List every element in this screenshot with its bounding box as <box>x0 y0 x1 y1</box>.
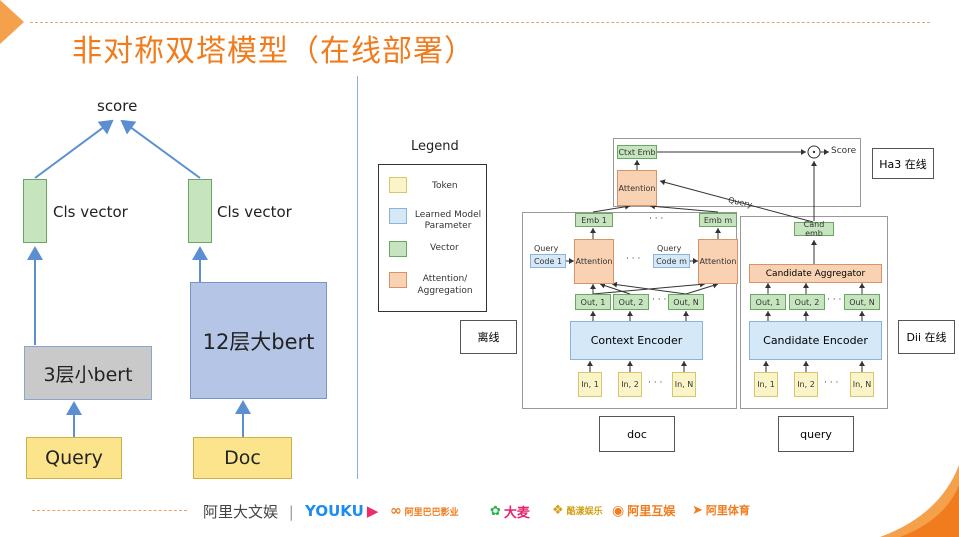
doc-input-box: Doc <box>193 437 292 479</box>
cand-emb-node: Cand emb <box>794 220 834 238</box>
query-label-1: Query <box>534 244 559 253</box>
candidate-encoder-node: Candidate Encoder <box>749 321 882 360</box>
cls-vector-doc <box>188 179 212 243</box>
cand-out-1: Out, 1 <box>750 294 786 310</box>
legend-vector-label: Vector <box>430 243 459 253</box>
footer-separator: | <box>288 503 294 521</box>
dii-online-label-box: Dii 在线 <box>898 320 955 354</box>
legend-attention-label: Attention/ Aggregation <box>417 274 473 296</box>
page-title: 非对称双塔模型（在线部署） <box>72 34 475 69</box>
emb-dots: · · · <box>649 214 664 224</box>
legend-box <box>378 164 487 312</box>
offline-label-box: 离线 <box>460 320 517 354</box>
small-bert-box: 3层小bert <box>24 346 152 400</box>
legend-token-swatch <box>389 177 407 193</box>
alibaba-pictures-icon: ∞ <box>390 503 402 519</box>
left-arrows <box>27 119 251 437</box>
attention-m-node: Attention <box>698 239 738 284</box>
offline-label: 离线 <box>477 331 500 344</box>
legend-param-swatch <box>389 208 407 224</box>
doc-tower-region <box>522 212 737 409</box>
cls-vector-query-label: Cls vector <box>53 203 128 221</box>
left-score-label: score <box>97 97 138 115</box>
big-bert-label: 12层大bert <box>202 329 315 354</box>
cand-in-2: In, 2 <box>794 372 818 397</box>
damai-logo: ✿大麦 <box>490 504 530 521</box>
query-input-box: Query <box>26 437 122 479</box>
cls-vector-query <box>23 179 47 243</box>
doc-label-box: doc <box>599 416 675 452</box>
cand-out-dots: · · · <box>827 295 842 305</box>
legend-token-label: Token <box>432 181 458 191</box>
corner-decoration-top-left <box>0 0 24 44</box>
ctx-in-dots: · · · <box>648 378 663 388</box>
attention-top-node: Attention <box>617 170 657 206</box>
ha3-online-label-box: Ha3 在线 <box>872 148 934 179</box>
attention-dots: · · · <box>626 254 641 264</box>
context-encoder-node: Context Encoder <box>570 321 703 360</box>
damai-icon: ✿ <box>490 504 501 519</box>
ctxt-emb-node: Ctxt Emb <box>617 145 657 159</box>
legend-vector-swatch <box>389 241 407 257</box>
youku-logo: YOUKU▶ <box>305 502 379 520</box>
online-ha3-region <box>613 138 861 207</box>
legend-param-label: Learned Model Parameter <box>414 210 482 231</box>
legend-attention-swatch <box>389 272 407 288</box>
ctx-out-n: Out, N <box>668 294 704 310</box>
corner-decoration-bottom-right <box>880 465 959 537</box>
ali-sports-logo: ➤阿里体育 <box>692 502 750 518</box>
ha3-online-label: Ha3 在线 <box>879 157 927 171</box>
score-label: Score <box>831 146 857 156</box>
coolyang-icon: ❖ <box>552 503 564 518</box>
ctx-out-dots: · · · <box>652 295 667 305</box>
emb1-node: Emb 1 <box>575 213 613 227</box>
query-input-label: Query <box>45 447 103 469</box>
cand-in-dots: · · · <box>824 378 839 388</box>
query-label: query <box>800 427 832 441</box>
ali-games-logo: ◉阿里互娱 <box>612 502 676 519</box>
youku-arrow-icon: ▶ <box>366 502 379 520</box>
embm-node: Emb m <box>699 213 737 227</box>
small-bert-label: 3层小bert <box>43 363 133 386</box>
footer-divider <box>32 510 187 511</box>
top-divider <box>30 22 930 23</box>
code1-node: Code 1 <box>530 254 566 268</box>
ctx-in-1: In, 1 <box>578 372 602 397</box>
ctx-out-2: Out, 2 <box>613 294 649 310</box>
doc-input-label: Doc <box>224 447 261 469</box>
doc-label: doc <box>627 427 647 441</box>
query-label-box: query <box>778 416 854 452</box>
legend-title: Legend <box>411 139 459 154</box>
footer-brand-text: 阿里大文娱 <box>203 503 279 521</box>
cand-out-2: Out, 2 <box>789 294 825 310</box>
cand-out-n: Out, N <box>844 294 880 310</box>
attention-1-node: Attention <box>574 239 614 284</box>
ali-games-icon: ◉ <box>612 502 625 519</box>
dii-online-label: Dii 在线 <box>906 331 947 344</box>
candidate-aggregator-node: Candidate Aggregator <box>749 264 882 283</box>
footer-brand: 阿里大文娱 | <box>203 501 294 522</box>
cand-in-1: In, 1 <box>754 372 778 397</box>
cand-in-n: In, N <box>850 372 874 397</box>
section-divider <box>357 76 358 479</box>
query-label-m: Query <box>657 244 682 253</box>
alibaba-pictures-logo: ∞阿里巴巴影业 <box>390 503 459 519</box>
codem-node: Code m <box>653 254 690 268</box>
ctx-out-1: Out, 1 <box>575 294 611 310</box>
ctx-in-2: In, 2 <box>618 372 642 397</box>
ctx-in-n: In, N <box>672 372 696 397</box>
cls-vector-doc-label: Cls vector <box>217 203 292 221</box>
ali-sports-icon: ➤ <box>692 502 703 518</box>
big-bert-box: 12层大bert <box>190 282 327 399</box>
coolyang-logo: ❖酷漾娱乐 <box>552 503 603 518</box>
